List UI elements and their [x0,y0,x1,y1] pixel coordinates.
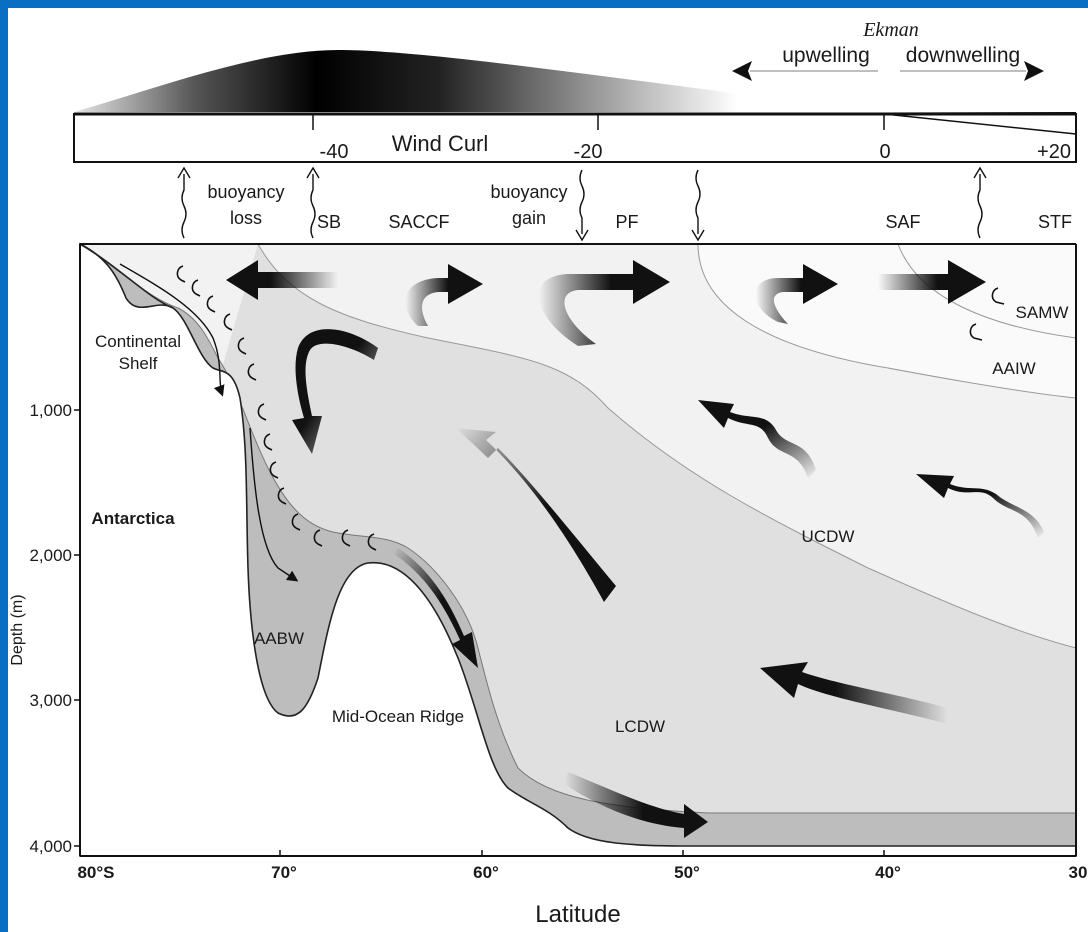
front-pf: PF [615,212,638,232]
buoyancy-loss-arrow-1 [181,174,187,239]
buoyancy-gain-line2: gain [512,208,546,228]
label-shelf: Shelf [119,354,158,373]
y-ticks [74,409,80,847]
ekman-title: Ekman [862,19,919,41]
wind-tick-plus20: +20 [1037,141,1071,163]
buoyancy-arrows [177,166,987,242]
arrow-stf-east [878,260,986,304]
arrow-ucdw-wavy-1 [698,400,816,478]
arrow-aabw-1 [394,548,478,668]
buoyancy-gain-line1: buoyancy [490,182,567,202]
x-tick-60: 60° [473,863,499,882]
arrow-sinking [292,329,378,454]
ocean-circulation-diagram: -40 Wind Curl -20 0 +20 Ekman upwelling … [9,19,1088,928]
buoyancy-loss-line1: buoyancy [207,182,284,202]
arrow-saccf-curl [405,264,483,326]
x-tick-70: 70° [271,863,297,882]
front-sb: SB [317,212,341,232]
arrow-saf-curl [755,264,838,324]
label-ucdw: UCDW [802,527,855,546]
ucdw-boundary [257,243,1077,649]
x-tick-50: 50° [674,863,700,882]
ekman-upwelling-label: upwelling [782,44,870,67]
continental-slope [79,242,1077,857]
label-lcdw: LCDW [615,717,665,736]
arrow-aabw-2 [564,772,708,838]
ekman-downwelling-label: downwelling [906,44,1020,67]
downwelling-arrowhead [1024,61,1044,81]
x-tick-80s: 80°S [77,863,114,882]
buoyancy-gain-arrow-1 [579,169,585,234]
stf-arrow [977,174,983,239]
arrow-shelf-flow [119,263,225,397]
x-axis-label: Latitude [535,901,620,928]
wind-tick-minus40: -40 [320,141,349,163]
buoyancy-gain-arrow-2 [695,169,701,234]
y-axis-label: Depth (m) [9,594,26,665]
wind-curl-label: Wind Curl [392,131,489,156]
label-antarctica: Antarctica [91,509,175,528]
front-saf: SAF [885,212,920,232]
label-aabw: AABW [254,629,304,648]
samw-layer [897,243,1077,339]
wind-tick-zero: 0 [879,141,890,163]
y-tick-3000: 3,000 [29,691,72,710]
arrow-lcdw-upwelling [456,428,616,602]
arrow-pf-curl [538,260,670,346]
label-aaiw: AAIW [992,359,1035,378]
wind-curl-profile [74,50,884,112]
buoyancy-loss-line2: loss [230,208,262,228]
shelf-rim [79,243,174,309]
arrow-ucdw-wavy-2 [916,474,1044,538]
x-tick-30: 30 [1069,863,1088,882]
front-saccf: SACCF [388,212,449,232]
arrow-lcdw-deep [760,662,948,724]
buoyancy-loss-arrow-2 [310,174,316,239]
wind-tick-minus20: -20 [574,141,603,163]
arrow-slope-flow [249,427,299,582]
x-ticks [279,850,885,856]
mixing-eddies [176,265,1005,551]
x-tick-40: 40° [875,863,901,882]
diagram-panel: -40 Wind Curl -20 0 +20 Ekman upwelling … [8,8,1088,932]
front-stf: STF [1038,212,1072,232]
y-tick-2000: 2,000 [29,546,72,565]
wind-curl-slope [883,113,1077,135]
label-samw: SAMW [1016,303,1069,322]
label-continental: Continental [95,332,181,351]
upwelling-arrowhead [732,61,752,81]
y-tick-4000: 4,000 [29,837,72,856]
arrow-surface-west [226,260,338,300]
y-tick-1000: 1,000 [29,401,72,420]
label-mid-ocean-ridge: Mid-Ocean Ridge [332,707,464,726]
